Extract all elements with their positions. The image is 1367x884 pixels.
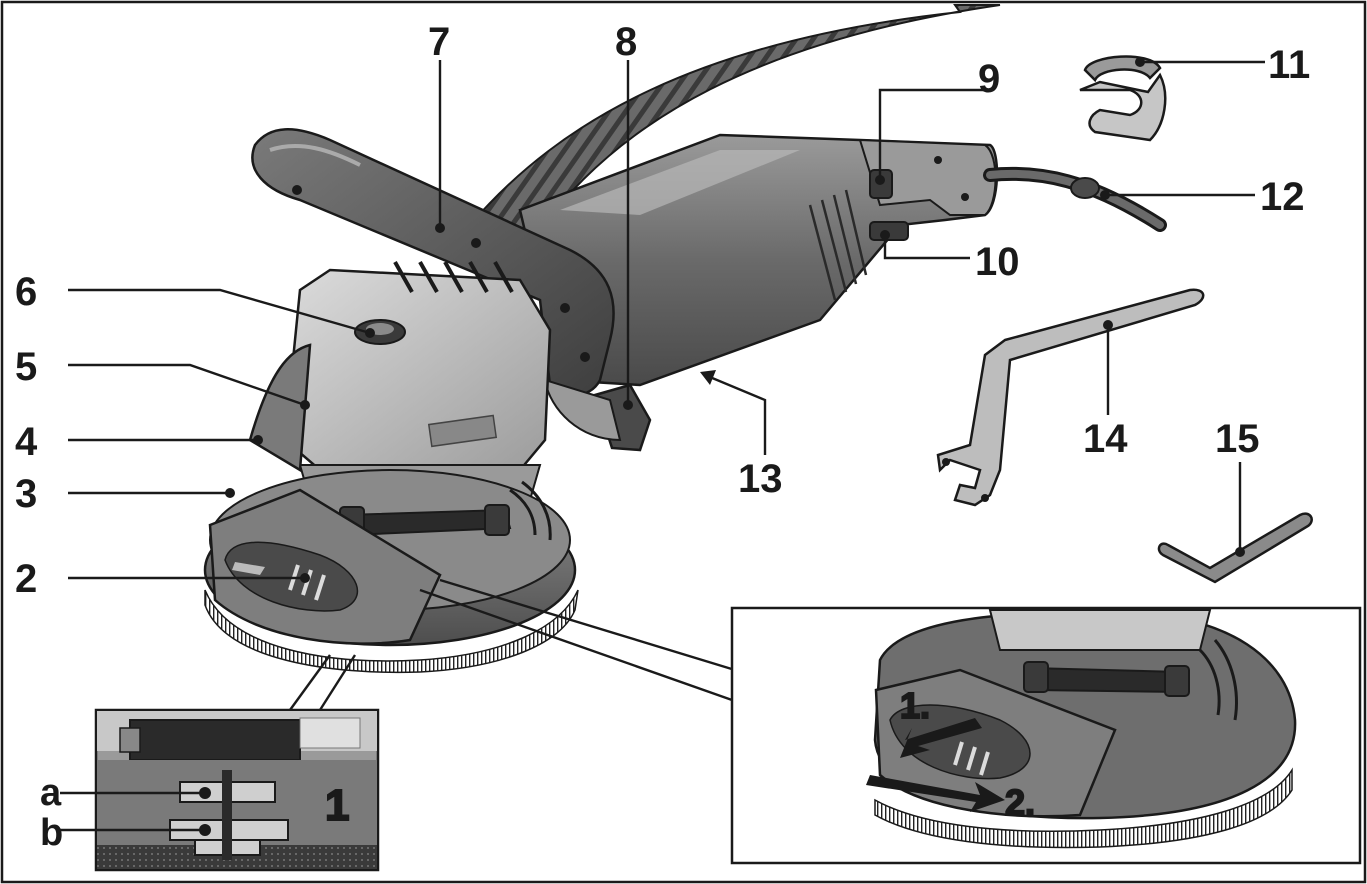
hex-key (1157, 512, 1313, 584)
detail-inset-left (60, 654, 380, 872)
callout-5: 5 (15, 345, 37, 389)
callout-14: 14 (1083, 417, 1128, 461)
handle-screws (292, 156, 969, 362)
cord-sleeve (1070, 177, 1100, 199)
gear-head (283, 268, 552, 472)
callout-labels: 2 3 4 5 6 7 8 9 10 11 12 13 14 15 a b 1 … (15, 20, 1310, 854)
guard-hood (248, 343, 312, 473)
detail-inset-right (419, 578, 1362, 865)
callout-10: 10 (975, 240, 1020, 284)
callout-6: 6 (15, 270, 37, 314)
callout-15: 15 (1215, 417, 1260, 461)
step-1-label: 1. (900, 685, 930, 726)
body-highlight (560, 150, 800, 215)
arrow-step1 (900, 718, 982, 758)
arrow-step2 (866, 775, 1005, 812)
brush-ring (204, 589, 579, 674)
two-pin-spanner (936, 288, 1205, 507)
callout-3: 3 (15, 472, 37, 516)
auxiliary-handle (251, 128, 615, 397)
clip-body (1079, 72, 1167, 142)
detail-step-label: 1 (325, 781, 349, 830)
callout-4: 4 (15, 420, 38, 464)
detail-label-a: a (40, 772, 62, 814)
step-2-label: 2. (1005, 782, 1035, 823)
label-plate (427, 414, 498, 448)
detail-label-b: b (40, 812, 63, 854)
callout-13: 13 (738, 457, 783, 501)
callout-11: 11 (1268, 43, 1310, 87)
on-off-switch (869, 221, 909, 241)
callout-12: 12 (1260, 175, 1305, 219)
callout-2: 2 (15, 557, 37, 601)
callout-9: 9 (978, 57, 1000, 101)
callout-8: 8 (615, 20, 637, 64)
leader-lines (68, 57, 1265, 583)
rear-vents (808, 189, 868, 301)
callout-7: 7 (428, 20, 450, 64)
head-vents (393, 261, 514, 293)
